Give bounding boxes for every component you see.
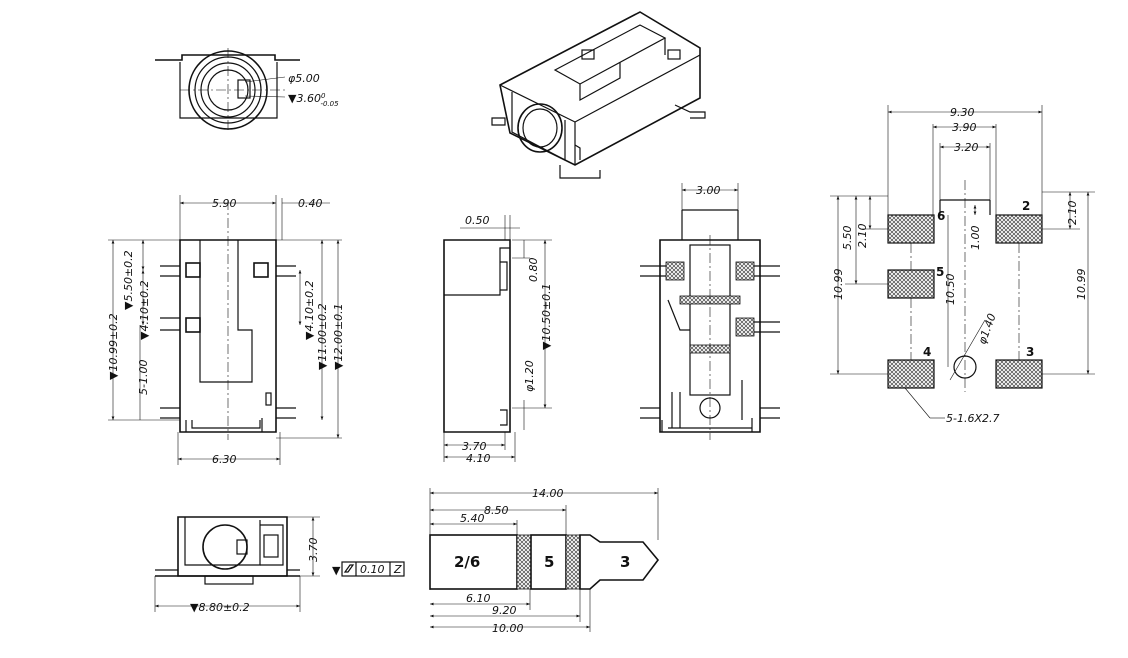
pad-label-3: 3	[1026, 345, 1034, 359]
offset-top-label: 0.40	[298, 197, 323, 210]
width-top-label: 5.90	[212, 197, 237, 210]
bottom-width-label: ▼8.80±0.2	[190, 601, 250, 614]
side-d1-label: 0.80	[527, 258, 540, 283]
side-top-label: 0.50	[465, 214, 490, 227]
footprint-view: 9.30 3.90 3.20 6 2 5 4 3 φ1.40 1.00 10.5…	[830, 105, 1095, 425]
right-dim-3: ▼12.00±0.1	[332, 303, 345, 370]
dia-inner-label: ▼3.600-0.05	[288, 92, 339, 108]
plug-view: 14.00 8.50 5.40 2/6 5 3 6.10 9.20 10.00	[429, 487, 660, 635]
side-d2-label: ▼10.50±0.1	[540, 283, 553, 350]
plug-bot-dim-1: 6.10	[466, 592, 491, 605]
pad-3	[995, 359, 1043, 389]
left-dim-3: ▼4.10±0.2	[138, 280, 151, 340]
pad-label-2: 2	[1022, 199, 1030, 213]
plug-top-dim-3: 5.40	[460, 512, 485, 525]
pad-4	[887, 359, 935, 389]
fp-right-dim-1: 2.10	[1066, 201, 1079, 226]
fp-hole-dim: φ1.40	[976, 312, 999, 346]
pad-2	[995, 214, 1043, 244]
fp-right-dim-2: 10.99	[1075, 269, 1088, 301]
pad-label-5: 5	[936, 265, 944, 279]
bottom-height-label: 3.70	[307, 538, 320, 563]
width-bottom-label: 6.30	[212, 453, 237, 466]
flatness-value: 0.10	[360, 563, 385, 576]
dia-outer-label: φ5.00	[288, 72, 320, 85]
right-dim-1: ▼4.10±0.2	[303, 280, 316, 340]
right-dim-2: ▼11.00±0.2	[316, 303, 329, 370]
plug-bot-dim-2: 9.20	[492, 604, 517, 617]
flatness-datum: Z	[393, 563, 402, 576]
fp-pad-note: 5-1.6X2.7	[946, 412, 1000, 425]
isometric-view	[491, 11, 706, 179]
side-view: 0.50 0.80 ▼10.50±0.1 φ1.20 3.70 4.10	[443, 214, 553, 465]
left-dim-1: ▼10.99±0.2	[107, 313, 120, 380]
flatness-frame	[341, 561, 405, 577]
pad-label-4: 4	[923, 345, 931, 359]
side-d3-label: φ1.20	[523, 360, 536, 392]
fp-top-dim-1: 9.30	[950, 106, 975, 119]
fp-left-dim-1: 10.99	[832, 269, 845, 301]
plug-seg-2: 5	[544, 553, 554, 571]
plug-top-dim-1: 14.00	[532, 487, 564, 500]
svg-text:▼: ▼	[332, 564, 341, 577]
fp-left-dim-2: 5.50	[841, 226, 854, 251]
pin-top-label: 3.00	[696, 184, 721, 197]
left-dim-2: ▼5.50±0.2	[122, 250, 135, 310]
side-b1-label: 3.70	[462, 440, 487, 453]
pad-6	[887, 214, 935, 244]
pad-label-6: 6	[937, 209, 945, 223]
pad-5	[887, 269, 935, 299]
bottom-view: 3.70 ▼8.80±0.2 ▼ 0.10 Z	[154, 516, 405, 614]
fp-top-dim-2: 3.90	[952, 121, 977, 134]
pin-view: 3.00	[640, 183, 780, 440]
top-view: φ5.00 ▼3.600-0.05	[155, 48, 339, 132]
plug-top-dim-2: 8.50	[484, 504, 509, 517]
fp-mid-dim-1: 1.00	[969, 226, 982, 251]
plug-seg-3: 3	[620, 553, 630, 571]
plug-seg-1: 2/6	[454, 553, 480, 571]
fp-mid-dim-2: 10.50	[944, 274, 957, 306]
plug-bot-dim-3: 10.00	[492, 622, 524, 635]
fp-top-dim-3: 3.20	[954, 141, 979, 154]
side-b2-label: 4.10	[466, 452, 491, 465]
fp-left-dim-3: 2.10	[856, 224, 869, 249]
front-view: 5.90 0.40 6.30 ▼10.99±0.2 ▼5.50±0.2 ▼4.1…	[107, 195, 345, 466]
left-dim-4: 5-1.00	[137, 360, 150, 395]
